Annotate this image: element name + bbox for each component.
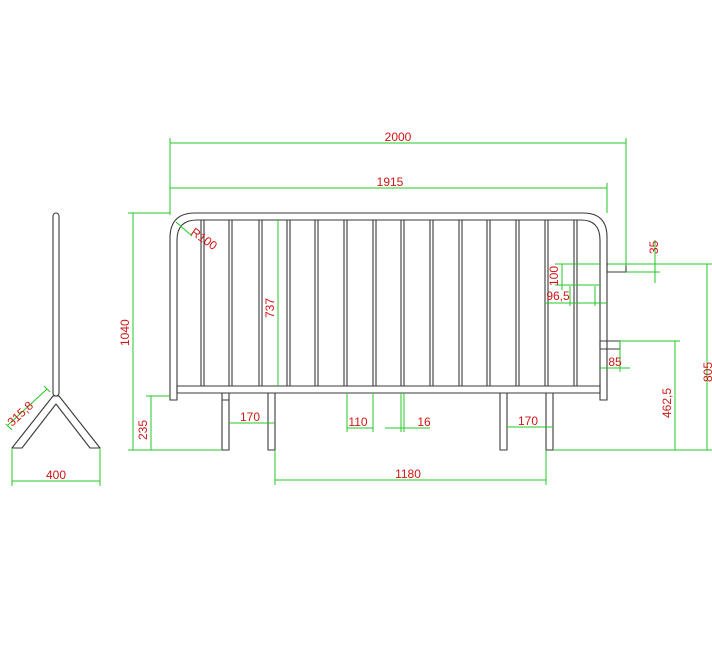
right-foot bbox=[499, 392, 508, 451]
frame-inner bbox=[176, 219, 601, 401]
overall-length-label: 2000 bbox=[385, 130, 412, 144]
right-foot-post bbox=[545, 392, 554, 451]
right-height-label: 805 bbox=[701, 362, 712, 382]
infill-height-label: 737 bbox=[263, 298, 277, 318]
left-foot bbox=[221, 392, 230, 451]
frame-length-label: 1915 bbox=[377, 175, 404, 189]
lower-hook-label: 85 bbox=[608, 355, 622, 369]
side-base-foot bbox=[11, 395, 101, 449]
hook-height-label: 100 bbox=[547, 266, 561, 286]
side-post bbox=[52, 212, 60, 397]
foot-spacing-label: 1180 bbox=[395, 467, 421, 481]
left-foot-post bbox=[267, 392, 276, 451]
front-view bbox=[169, 212, 627, 451]
upper-hook bbox=[606, 263, 627, 273]
dim-r100-leader bbox=[175, 221, 193, 237]
hook-offset-label: 96,5 bbox=[546, 289, 570, 303]
base-length-ext2 bbox=[43, 385, 51, 393]
hook-length-label: 35 bbox=[647, 240, 661, 254]
frame-outer bbox=[169, 212, 608, 401]
overall-height-label: 1040 bbox=[118, 319, 132, 346]
bottom-rail bbox=[176, 385, 601, 394]
foot-width-right-label: 170 bbox=[518, 414, 538, 428]
base-length-ext1 bbox=[5, 423, 13, 431]
bar-diameter-label: 16 bbox=[417, 415, 431, 429]
foot-width-left-label: 170 bbox=[240, 410, 260, 424]
bar-spacing-label: 110 bbox=[348, 415, 367, 429]
base-length-dim-line bbox=[7, 388, 48, 426]
base-width-label: 400 bbox=[46, 468, 66, 482]
foot-height-label: 235 bbox=[136, 420, 150, 440]
infill-bars bbox=[200, 220, 578, 386]
dimensions: 2000 1915 1040 235 737 R100 35 100 bbox=[118, 130, 712, 485]
side-view: 315,8 400 bbox=[4, 212, 101, 486]
lower-hook bbox=[599, 340, 621, 350]
lower-hook-height-label: 462,5 bbox=[660, 388, 674, 418]
